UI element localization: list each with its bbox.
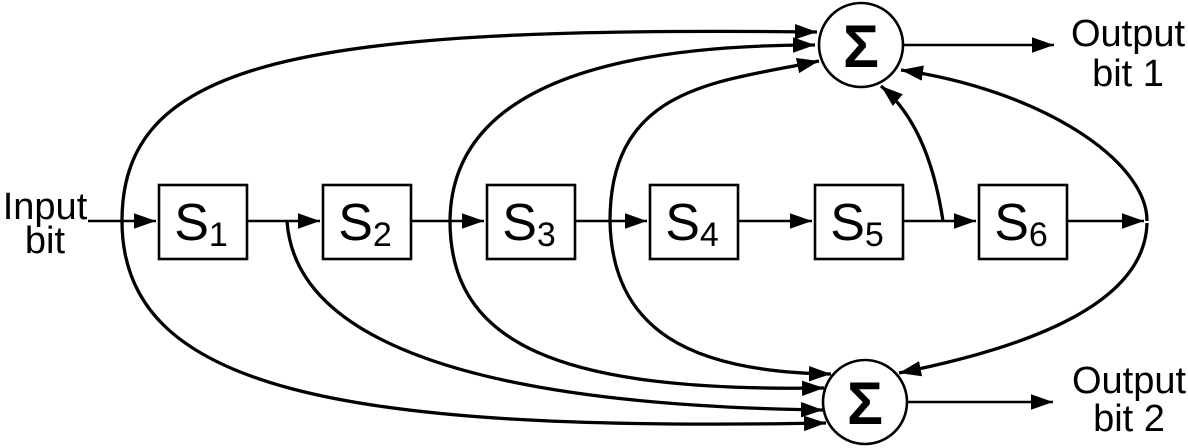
tap-curve-s2-to-sum2 — [448, 220, 825, 397]
sigma-symbol-1: Σ — [843, 13, 879, 80]
register-label-s2: S2 — [338, 194, 392, 254]
shift-register: S1 S2 S3 S4 S5 S6 — [157, 183, 1069, 261]
input-bit-label-line2: bit — [25, 220, 66, 262]
tap-curve-s6-to-sum1 — [900, 65, 1149, 222]
tap-curve-s2-to-sum1 — [448, 37, 816, 222]
output-bit-1-label-line2: bit 1 — [1092, 53, 1164, 95]
register-wires — [88, 37, 1144, 410]
register-box-s4 — [648, 183, 740, 261]
sum-node-2: Σ — [821, 358, 909, 446]
tap-curve-input-to-sum1 — [120, 24, 818, 222]
register-box-s3 — [485, 183, 577, 261]
sum-circle-2 — [821, 358, 909, 446]
register-box-s5 — [813, 183, 905, 261]
register-label-s5: S5 — [830, 194, 884, 254]
sum1-tap-curves — [120, 24, 1149, 222]
tap-curve-s3-to-sum1 — [608, 58, 820, 222]
register-box-s6 — [977, 183, 1069, 261]
tap-curve-s5-to-sum1 — [879, 84, 945, 222]
tap-curve-input-to-sum2 — [120, 220, 827, 432]
output-bit-1-label-line1: Output — [1071, 13, 1186, 55]
output-bit-2-label-line1: Output — [1072, 360, 1187, 402]
text-labels: Input bit Output bit 1 Output bit 2 — [3, 13, 1187, 440]
tap-curve-s6-to-sum2 — [898, 222, 1149, 377]
register-label-s4: S4 — [665, 194, 719, 254]
register-label-s3: S3 — [502, 194, 556, 254]
input-bit-label-line1: Input — [3, 186, 88, 228]
sum2-tap-curves — [120, 220, 1149, 432]
register-box-s2 — [321, 183, 413, 261]
tap-curve-s3-to-sum2 — [608, 220, 832, 382]
output-bit-2-label-line2: bit 2 — [1093, 398, 1165, 440]
register-label-s6: S6 — [994, 194, 1048, 254]
tap-curve-s1-to-sum2 — [285, 220, 824, 418]
sigma-symbol-2: Σ — [847, 370, 883, 437]
register-box-s1 — [157, 183, 249, 261]
register-label-s1: S1 — [174, 194, 228, 254]
sum-node-1: Σ — [817, 1, 905, 89]
sum-circle-1 — [817, 1, 905, 89]
